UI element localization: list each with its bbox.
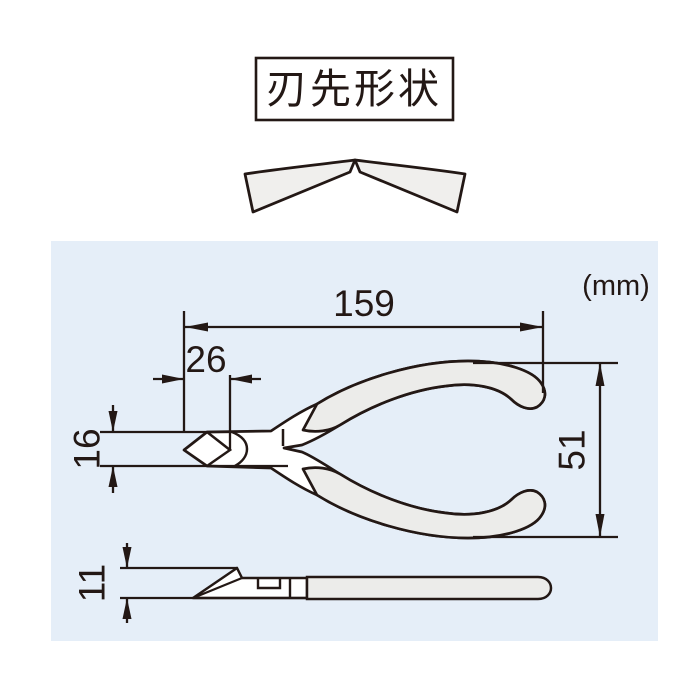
side-bevel-line xyxy=(192,576,243,600)
arrowhead-bottom xyxy=(595,514,605,537)
page-title: 刃先形状 xyxy=(266,66,442,112)
dim-label-11: 11 xyxy=(72,564,113,602)
side-handle-grip xyxy=(305,575,553,601)
unit-label: (mm) xyxy=(582,270,650,302)
dim-label-159: 159 xyxy=(333,283,395,324)
arrowhead-bottom xyxy=(108,466,118,487)
dim-label-26: 26 xyxy=(185,339,226,380)
upper-handle-grip xyxy=(301,359,547,433)
blade-tip-shape-icon xyxy=(243,158,467,214)
title-box: 刃先形状 xyxy=(254,56,455,122)
dim-handle-spread: 51 xyxy=(473,361,618,539)
dim-head-width: 16 xyxy=(67,405,288,493)
arrowhead-left xyxy=(162,374,184,384)
arrowhead-right xyxy=(230,374,252,384)
lower-handle-grip xyxy=(301,466,547,540)
arrowhead-right xyxy=(520,322,543,332)
side-joint-slot xyxy=(256,578,282,590)
dim-head-height: 11 xyxy=(72,543,307,623)
dim-label-16: 16 xyxy=(67,428,108,469)
title-border xyxy=(254,56,455,122)
arrowhead-left xyxy=(185,322,208,332)
drawing-panel xyxy=(51,241,658,641)
arrowhead-top xyxy=(108,411,118,432)
arrowhead-bottom xyxy=(122,598,132,619)
left-blade-wing xyxy=(243,158,357,214)
dim-jaw-length: 26 xyxy=(153,339,261,450)
dim-label-51: 51 xyxy=(552,429,593,470)
jaw-joint-curve xyxy=(231,430,249,468)
right-blade-wing xyxy=(353,158,467,214)
arrowhead-top xyxy=(595,363,605,386)
arrowhead-top xyxy=(122,547,132,568)
top-view-drawing xyxy=(182,359,547,540)
dim-overall-length: 159 xyxy=(182,283,545,432)
